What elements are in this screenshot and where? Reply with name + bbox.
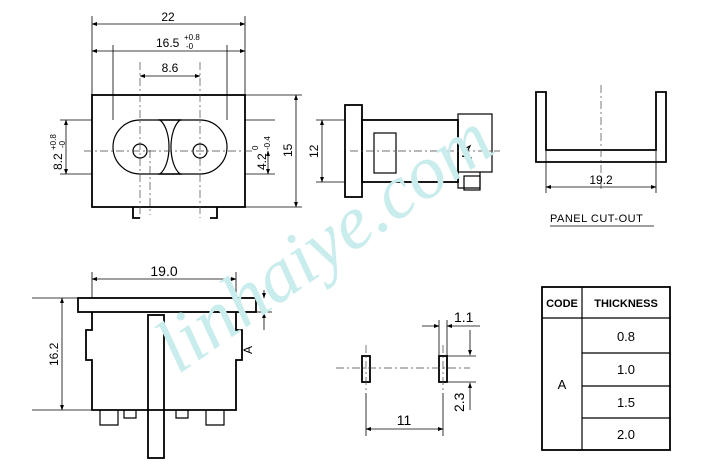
dim-22-label: 22 — [161, 10, 175, 24]
dim-8-2-tol-minus: -0 — [58, 140, 67, 148]
dim-15-label: 15 — [281, 143, 295, 157]
watermark-text: linhaiye.com — [140, 96, 508, 389]
dim-8-2-tol-plus: +0.8 — [49, 134, 58, 150]
side-terminal-pin — [463, 175, 481, 191]
dim-2-3-label: 2.3 — [451, 392, 467, 412]
panel-cutout-view: 19.2 PANEL CUT-OUT — [535, 85, 667, 227]
panel-cutout-outline — [535, 91, 667, 163]
side-rear-block — [457, 113, 493, 173]
table-thickness-cell: 2.0 — [617, 427, 635, 442]
dim-4-2-label: 4.2 — [255, 153, 269, 170]
panel-cutout-label: PANEL CUT-OUT — [550, 213, 643, 225]
dim-a-label: A — [241, 346, 255, 354]
dim-12-label: 12 — [307, 144, 321, 158]
dim-16-2-label: 16.2 — [47, 342, 61, 366]
dim-19-2-label: 19.2 — [589, 173, 613, 187]
front-view: 22 16.5 +0.8 -0 8.6 8.2 +0.8 -0 4.2 0 -0… — [49, 10, 302, 219]
dim-19-0-label: 19.0 — [150, 263, 177, 279]
table-thickness-cell: 0.8 — [617, 329, 635, 344]
dim-11-label: 11 — [397, 412, 412, 428]
dim-4-2-tol-plus: 0 — [251, 145, 260, 150]
table-header-thickness: THICKNESS — [594, 298, 658, 310]
bottom-center-pin — [147, 314, 165, 459]
bottom-view: 19.0 16.2 A — [32, 263, 272, 459]
bottom-tab-right — [175, 410, 189, 419]
table-code-cell: A — [558, 377, 567, 392]
side-window — [373, 132, 397, 174]
table-thickness-cell: 1.0 — [617, 362, 635, 377]
thickness-table: CODE THICKNESS A 0.8 1.0 1.5 2.0 — [541, 286, 671, 451]
terminal-right — [210, 207, 218, 219]
table-thickness-cell: 1.5 — [617, 395, 635, 410]
dim-16-5-label: 16.5 — [156, 36, 180, 50]
bottom-terminal-right — [205, 410, 225, 426]
table-header-code: CODE — [546, 298, 578, 310]
socket-waist-right — [170, 119, 181, 175]
dim-16-5-tol-minus: -0 — [186, 42, 194, 51]
socket-waist-mask — [160, 121, 180, 173]
dim-4-2-tol-minus: -0.4 — [263, 136, 272, 150]
dim-16-5-tol-plus: +0.8 — [184, 33, 200, 42]
terminal-left — [132, 207, 140, 219]
dim-8-6-label: 8.6 — [162, 61, 179, 75]
side-latch — [460, 144, 473, 159]
pin-detail-view: 1.1 2.3 11 — [336, 309, 480, 436]
table-outer-border — [541, 286, 671, 451]
bottom-tab-left — [123, 410, 137, 419]
bottom-terminal-left — [99, 410, 119, 426]
dim-1-1-label: 1.1 — [454, 309, 474, 325]
side-view: 12 — [307, 104, 500, 198]
bottom-flange — [77, 297, 257, 313]
dim-8-2-label: 8.2 — [51, 153, 65, 170]
socket-waist-left — [159, 119, 170, 175]
